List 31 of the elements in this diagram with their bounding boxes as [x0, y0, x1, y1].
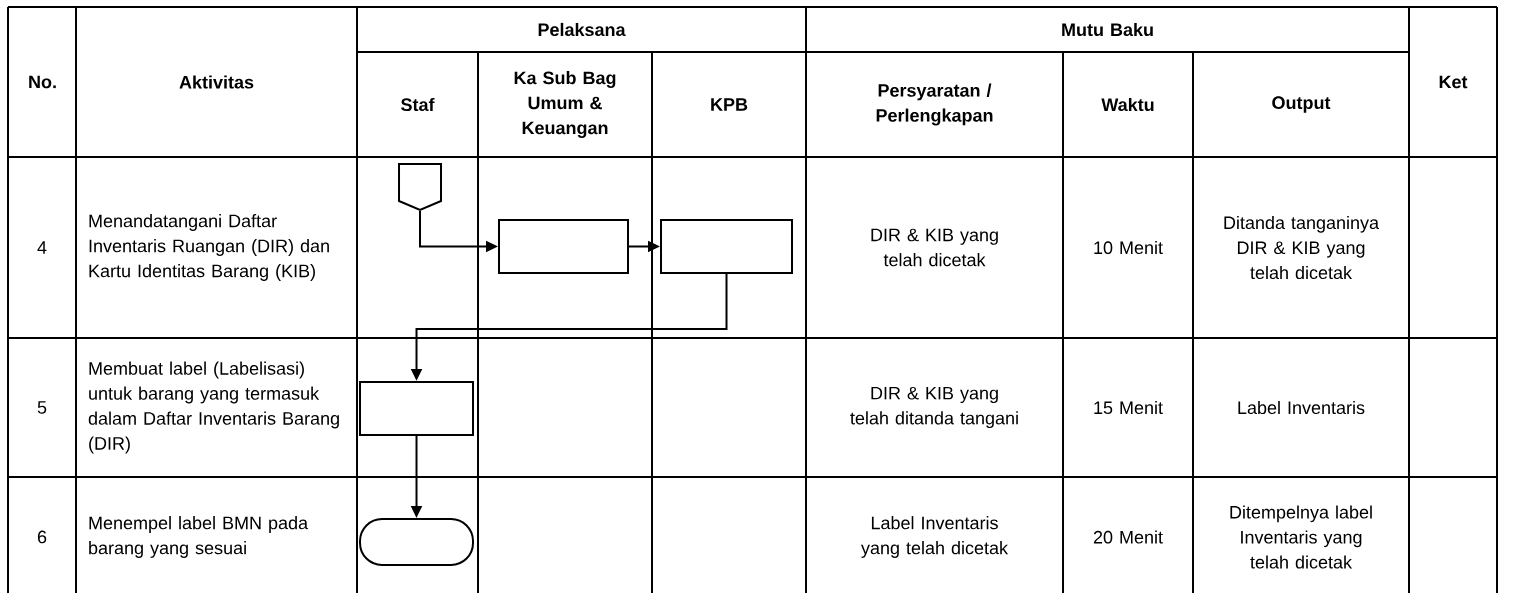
- column-header: No.: [29, 75, 56, 89]
- table-cell: Label Inventaris yang telah dicetak: [861, 516, 1009, 558]
- column-header: KPB: [711, 98, 748, 111]
- process-box: [498, 219, 629, 274]
- process-box: [359, 381, 474, 436]
- table-cell: 6: [37, 530, 47, 544]
- column-header: Mutu Baku: [1062, 22, 1153, 37]
- column-header: Persyaratan / Perlengkapan: [876, 83, 993, 126]
- table-cell: Membuat label (Labelisasi) untuk barang yang termasuk dalam Daftar Inventaris Barang (DIR): [88, 361, 339, 454]
- table-cell: Menempel label BMN pada barang yang sesuai: [89, 516, 309, 558]
- process-box: [660, 219, 793, 274]
- table-cell: Ditanda tanganinya DIR & KIB yang telah dicetak: [1224, 215, 1379, 280]
- table-cell: Ditempelnya label Inventaris yang telah dicetak: [1230, 505, 1372, 569]
- table-cell: 15 Menit: [1094, 400, 1163, 415]
- table-cell: DIR & KIB yang telah ditanda tangani: [850, 386, 1018, 429]
- column-header: Ket: [1439, 75, 1468, 89]
- table-cell: Label Inventaris: [1238, 400, 1365, 415]
- column-header: Ka Sub Bag Umum & Keuangan: [514, 71, 616, 138]
- off-page-connector: [398, 163, 442, 212]
- table-cell: 20 Menit: [1093, 530, 1163, 544]
- terminator-shape: [359, 518, 474, 566]
- table-cell: 10 Menit: [1094, 240, 1163, 255]
- column-header: Waktu: [1101, 97, 1154, 112]
- table-cell: 4: [37, 241, 47, 254]
- table-cell: DIR & KIB yang telah dicetak: [871, 228, 998, 267]
- column-header: Staf: [401, 97, 435, 112]
- column-header: Aktivitas: [179, 75, 254, 89]
- table-cell: 5: [37, 401, 47, 414]
- table-cell: Menandatangani Daftar Inventaris Ruangan (DIR) dan Kartu Identitas Barang (KIB): [89, 214, 329, 281]
- column-header: Output: [1272, 96, 1331, 113]
- column-header: Pelaksana: [538, 22, 626, 37]
